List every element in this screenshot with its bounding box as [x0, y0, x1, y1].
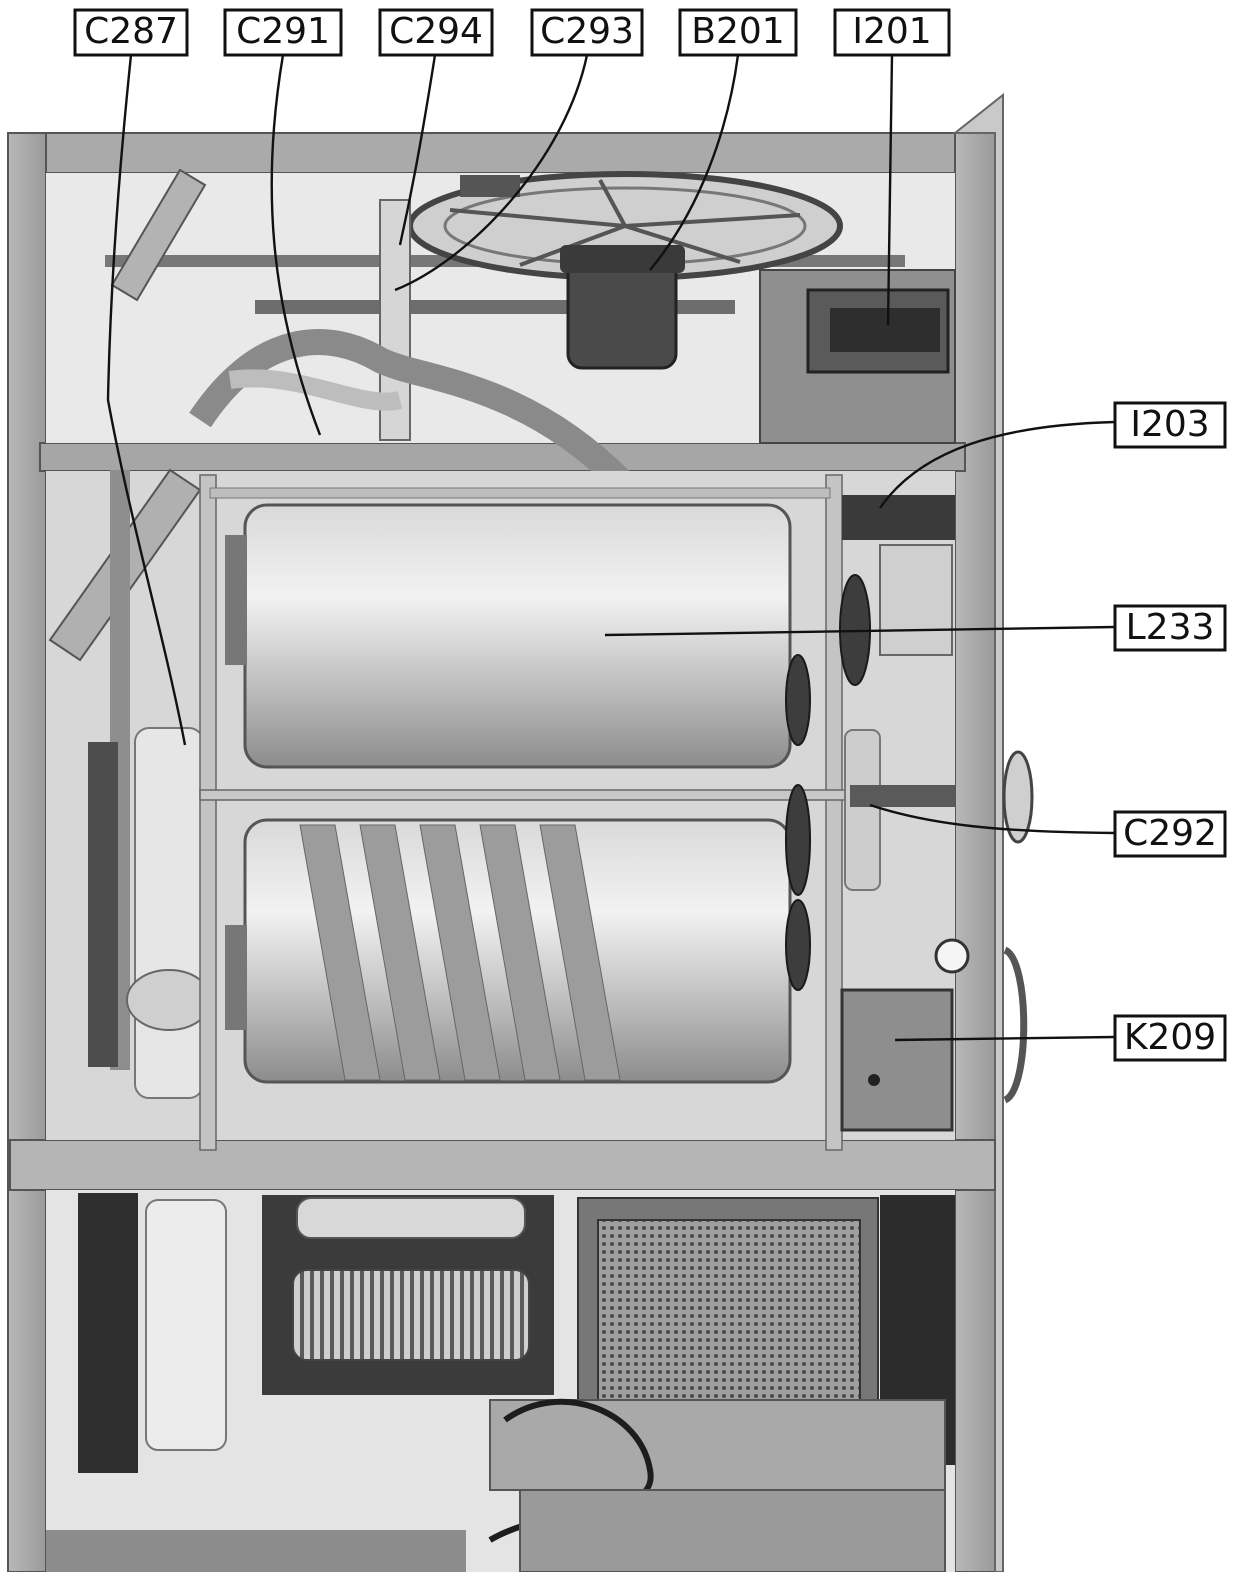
callout-label: C292	[1123, 813, 1217, 854]
bottom-compartment	[46, 1190, 955, 1572]
callout-label: C287	[84, 11, 178, 52]
leader-c294	[398, 54, 437, 246]
coil-assembly	[292, 1269, 530, 1361]
leader-i203	[879, 420, 1116, 509]
leader-c291	[270, 54, 322, 436]
leader-lines	[106, 54, 1116, 1042]
middle-compartment	[46, 468, 1034, 1151]
callout-k209: K209	[1113, 1014, 1227, 1062]
leader-l233	[604, 625, 1116, 637]
leader-c287	[106, 54, 187, 746]
callout-label: I203	[1130, 404, 1209, 445]
callout-label: I201	[852, 11, 931, 52]
relay-box	[840, 988, 954, 1132]
callout-c287: C287	[73, 8, 189, 57]
callout-label: L233	[1126, 607, 1215, 648]
upper-drum-coil	[243, 503, 792, 769]
cabinet-frame	[7, 92, 1004, 1572]
callout-i203: I203	[1113, 401, 1227, 449]
callout-label: B201	[691, 11, 784, 52]
callout-b201: B201	[678, 8, 798, 57]
leader-c292	[869, 803, 1116, 835]
leader-b201	[649, 54, 740, 271]
ceramic-capacitor-lower	[145, 1199, 227, 1451]
callout-label: C293	[540, 11, 634, 52]
ceramic-capacitor-left	[134, 727, 204, 1099]
leader-k209	[894, 1035, 1116, 1042]
callout-i201: I201	[833, 8, 951, 57]
callout-c291: C291	[223, 8, 343, 57]
top-compartment	[46, 168, 956, 490]
callout-c294: C294	[378, 8, 494, 57]
leader-c293	[394, 54, 589, 292]
callout-label: C291	[236, 11, 330, 52]
drive-gears	[785, 574, 871, 991]
callout-label: C294	[389, 11, 483, 52]
callout-l233: L233	[1113, 604, 1227, 652]
leader-i201	[886, 54, 894, 326]
callout-c292: C292	[1113, 810, 1227, 858]
callout-label: K209	[1124, 1017, 1216, 1058]
callout-c293: C293	[530, 8, 644, 57]
